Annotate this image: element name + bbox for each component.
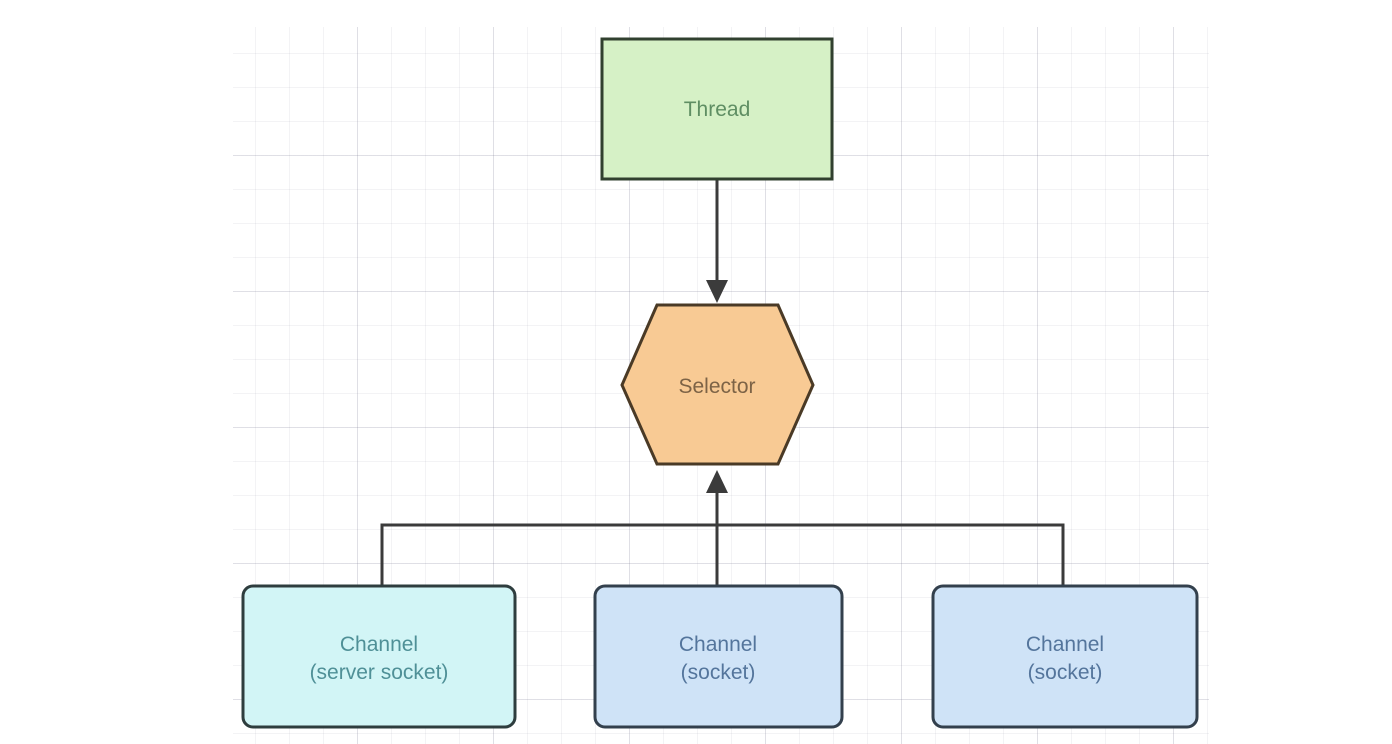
connector-thread-to-selector — [706, 179, 728, 303]
channel-server-socket-label-line1: Channel — [340, 633, 418, 656]
selector-hexagon — [620, 303, 815, 466]
channel-server-socket-rectangle — [241, 584, 517, 729]
node-selector: Selector — [620, 303, 815, 466]
nio-thread-selector-channel-diagram: Thread Selector Channel (server socket) … — [241, 37, 1199, 729]
node-channel-socket-right: Channel (socket) — [931, 584, 1199, 729]
node-channel-server-socket: Channel (server socket) — [241, 584, 517, 729]
channel-socket-left-label-line1: Channel — [679, 633, 757, 656]
channel-socket-left-rectangle — [593, 584, 844, 729]
thread-label: Thread — [684, 98, 751, 121]
node-thread: Thread — [600, 37, 834, 181]
thread-rectangle — [600, 37, 834, 181]
connector-channels-to-selector — [380, 470, 1065, 586]
channel-socket-right-rectangle — [931, 584, 1199, 729]
channel-socket-right-label-line1: Channel — [1026, 633, 1104, 656]
grid-canvas: Thread Selector Channel (server socket) … — [233, 27, 1209, 744]
channel-socket-left-label-line2: (socket) — [681, 661, 756, 684]
connector-channel-branch-line — [380, 523, 1065, 586]
node-channel-socket-left: Channel (socket) — [593, 584, 844, 729]
channel-server-socket-label-line2: (server socket) — [310, 661, 449, 684]
arrowhead-up-icon — [706, 470, 728, 493]
arrowhead-down-icon — [706, 280, 728, 303]
selector-label: Selector — [678, 375, 755, 398]
channel-socket-right-label-line2: (socket) — [1028, 661, 1103, 684]
